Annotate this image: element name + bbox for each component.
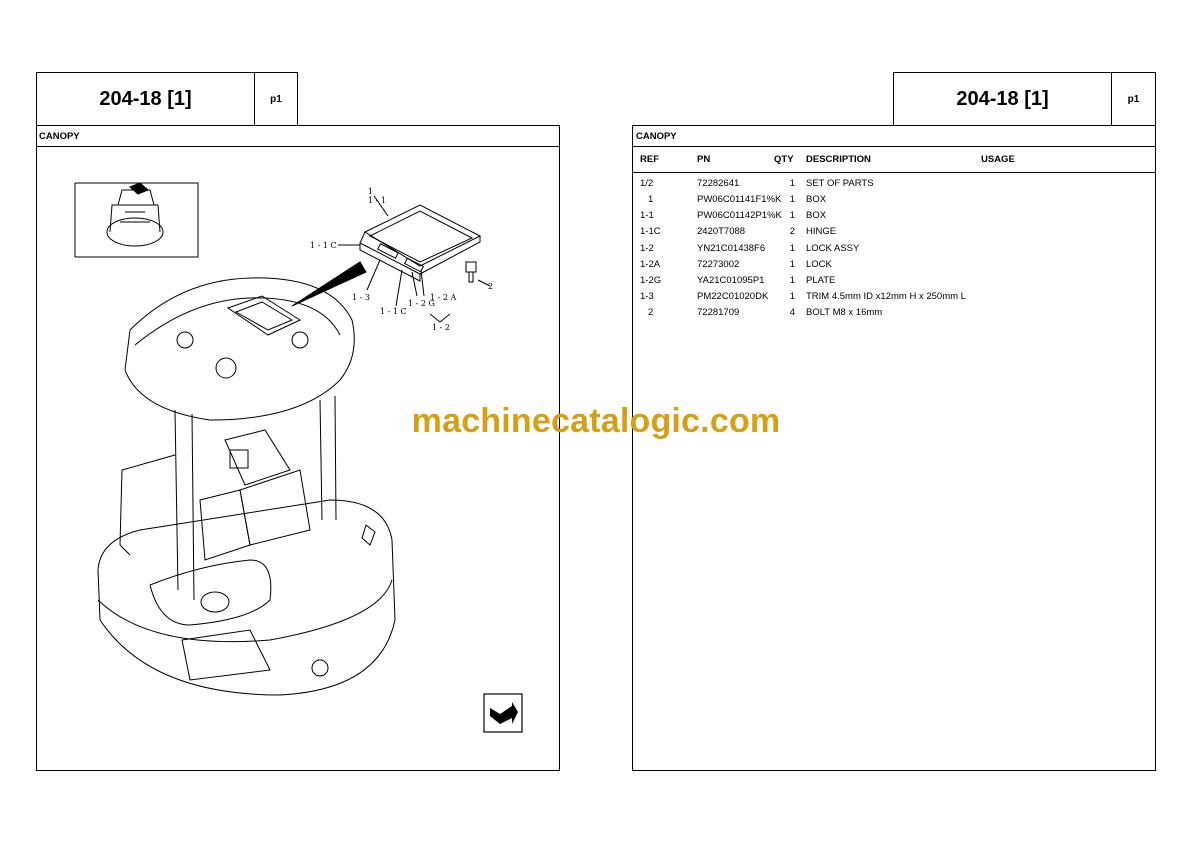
part-description: BOX [806,194,827,205]
callout-1: 1 [368,187,373,196]
column-header-ref: REF [640,154,659,165]
part-qty: 1 [789,210,795,221]
callout-1-3: 1 - 3 [352,293,370,302]
right-page-frame [632,125,1156,771]
left-page-number-box: p1 [254,72,298,126]
part-qty: 1 [789,194,795,205]
part-qty: 1 [789,243,795,254]
part-ref: 1-1C [640,226,661,237]
parts-row: 1-2G YA21C01095P1 1 PLATE [632,275,1155,291]
left-section-divider [36,146,560,147]
part-ref: 2 [648,307,654,318]
right-page-number-box: p1 [1111,72,1156,126]
next-page-arrow-icon [483,693,523,733]
part-ref: 1-3 [640,291,654,302]
watermark: machinecatalogic.com [411,402,781,440]
part-ref: 1-2G [640,275,662,286]
left-page-frame [36,125,560,771]
part-description: TRIM 4.5mm ID x12mm H x 250mm L [806,291,966,302]
part-description: LOCK ASSY [806,243,860,254]
part-description: LOCK [806,259,832,270]
part-description: BOLT M8 x 16mm [806,307,883,318]
part-ref: 1-2 [640,243,654,254]
column-header-description: DESCRIPTION [806,154,871,165]
part-ref: 1 [648,194,654,205]
parts-row: 1-2A 72273002 1 LOCK [632,259,1155,275]
parts-row: 1-3 PM22C01020DK 1 TRIM 4.5mm ID x12mm H… [632,291,1155,307]
part-number: 72273002 [697,259,740,270]
column-header-qty: QTY [774,154,794,165]
right-section-title: CANOPY [636,131,677,142]
callout-1-1: 1 - 1 [368,196,386,205]
part-number: YN21C01438F6 [697,243,766,254]
part-qty: 1 [789,291,795,302]
part-number: PM22C01020DK [697,291,769,302]
part-description: PLATE [806,275,836,286]
part-number: PW06C01142P1%K [697,210,782,221]
part-ref: 1-1 [640,210,654,221]
thumbnail-frame [74,182,199,258]
callout-2: 2 [488,282,493,291]
part-description: HINGE [806,226,837,237]
right-page-code-box: 204-18 [1] [893,72,1112,126]
canopy-parts-illustration: 1 1 - 1 1 - 1 C 2 1 - 3 1 - 1 C 1 - 2 G … [74,182,523,733]
part-description: BOX [806,210,827,221]
parts-row: 1/2 72282641 1 SET OF PARTS [632,178,1155,194]
part-number: YA21C01095P1 [697,275,765,286]
parts-row: 1-2 YN21C01438F6 1 LOCK ASSY [632,243,1155,259]
left-section-title: CANOPY [39,131,80,142]
left-page-number: p1 [270,93,282,105]
parts-row: 1 PW06C01141F1%K 1 BOX [632,194,1155,210]
right-page-code: 204-18 [1] [956,87,1049,110]
part-number: 72282641 [697,178,740,189]
right-section-divider [632,146,1156,147]
callout-1-1c-lower: 1 - 1 C [380,307,407,316]
part-ref: 1-2A [640,259,661,270]
parts-row: 1-1C 2420T7088 2 HINGE [632,226,1155,242]
callout-1-2: 1 - 2 [432,323,450,332]
part-qty: 2 [789,226,795,237]
column-header-usage: USAGE [981,154,1015,165]
left-page-code-box: 204-18 [1] [36,72,255,126]
callout-1-2a: 1 - 2 A [430,293,457,302]
part-qty: 1 [789,178,795,189]
callout-1-2g: 1 - 2 G [408,299,435,308]
callout-1-1c-upper: 1 - 1 C [310,241,337,250]
part-number: 72281709 [697,307,740,318]
right-page-number: p1 [1127,93,1140,105]
column-header-pn: PN [697,154,711,165]
parts-row: 2 72281709 4 BOLT M8 x 16mm [632,307,1155,323]
part-qty: 1 [789,275,795,286]
part-description: SET OF PARTS [806,178,874,189]
part-number: PW06C01141F1%K [697,194,782,205]
table-header-divider [632,172,1156,173]
left-page-code: 204-18 [1] [99,87,192,110]
part-ref: 1/2 [640,178,654,189]
parts-row: 1-1 PW06C01142P1%K 1 BOX [632,210,1155,226]
part-number: 2420T7088 [697,226,746,237]
part-qty: 1 [789,259,795,270]
part-qty: 4 [789,307,795,318]
